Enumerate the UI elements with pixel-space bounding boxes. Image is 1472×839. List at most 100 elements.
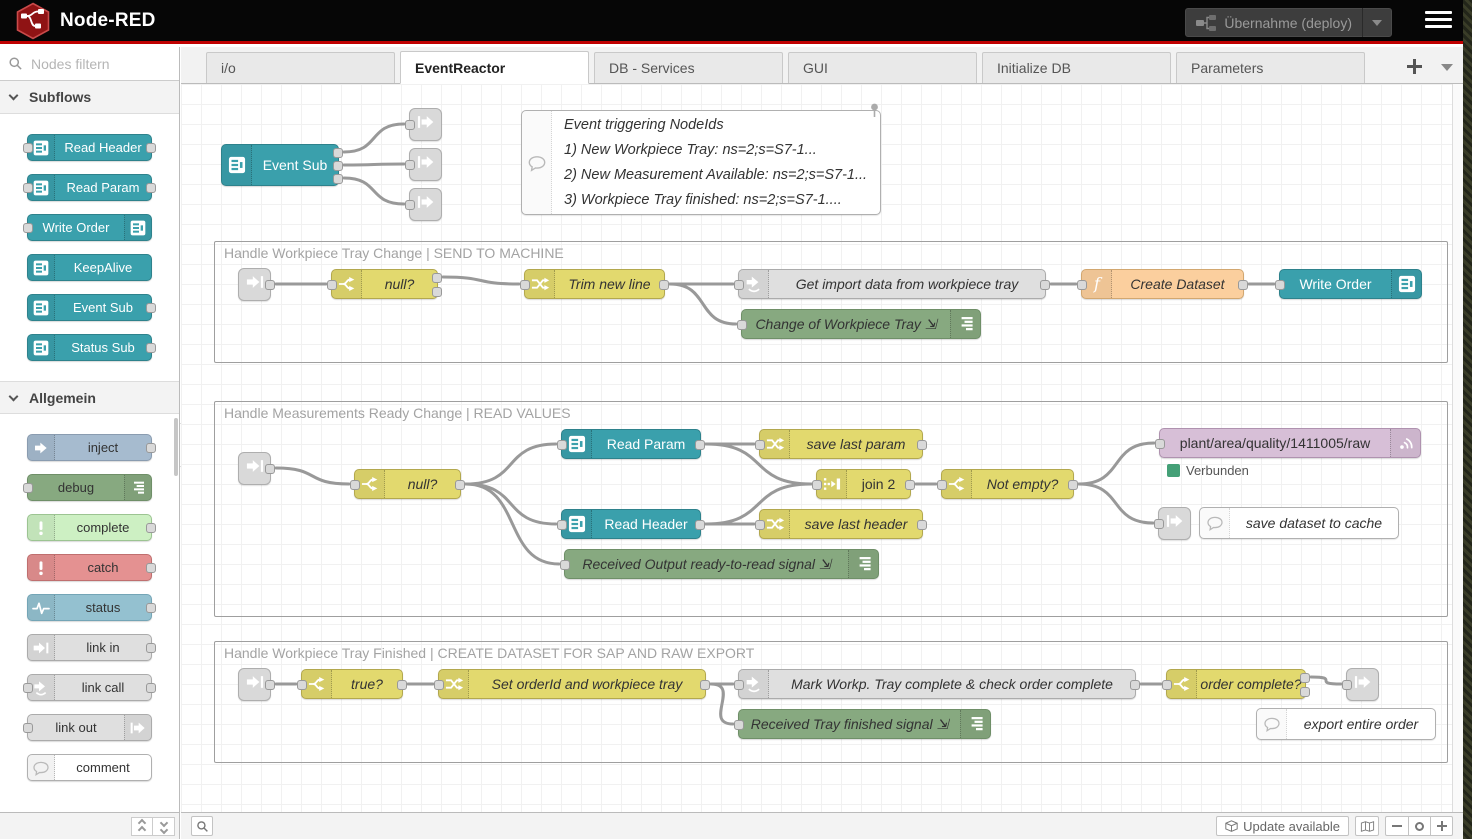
node-true-[interactable]: true? xyxy=(297,669,407,699)
output-port[interactable] xyxy=(455,480,465,490)
palette-collapse-all-button[interactable] xyxy=(131,816,153,836)
output-port[interactable] xyxy=(146,603,156,613)
palette-section-allgemein[interactable]: Allgemein xyxy=(0,381,179,414)
output-port[interactable] xyxy=(265,280,275,290)
comment-node[interactable]: export entire order xyxy=(1256,708,1436,740)
node-received-tray-finished-signal-[interactable]: Received Tray finished signal ⇲ xyxy=(734,709,991,739)
input-port[interactable] xyxy=(520,280,530,290)
link-node[interactable] xyxy=(238,668,275,701)
output-port[interactable] xyxy=(333,148,343,158)
palette-node-link-in[interactable]: link in xyxy=(27,634,156,661)
canvas-search-button[interactable] xyxy=(191,816,213,836)
input-port[interactable] xyxy=(812,480,822,490)
node-not-empty-[interactable]: Not empty? xyxy=(937,469,1078,499)
wire[interactable] xyxy=(464,482,561,566)
wire[interactable] xyxy=(342,176,406,206)
input-port[interactable] xyxy=(23,683,33,693)
input-port[interactable] xyxy=(405,120,415,130)
input-port[interactable] xyxy=(1155,439,1165,449)
input-port[interactable] xyxy=(755,520,765,530)
tab-db---services[interactable]: DB - Services xyxy=(594,52,783,83)
wire[interactable] xyxy=(704,442,813,486)
output-port[interactable] xyxy=(333,174,343,184)
input-port[interactable] xyxy=(1342,680,1352,690)
input-port[interactable] xyxy=(755,440,765,450)
output-port[interactable] xyxy=(917,520,927,530)
palette-node-link-out[interactable]: link out xyxy=(23,714,152,741)
deploy-caret-icon[interactable] xyxy=(1372,19,1382,26)
input-port[interactable] xyxy=(557,520,567,530)
node-set-orderid-and-workpiece-tray[interactable]: Set orderId and workpiece tray xyxy=(434,669,710,699)
flow-group[interactable]: Handle Workpiece Tray Finished | CREATE … xyxy=(214,641,1448,763)
output-port[interactable] xyxy=(146,183,156,193)
link-node[interactable] xyxy=(405,148,442,181)
input-port[interactable] xyxy=(23,143,33,153)
wire[interactable] xyxy=(709,682,735,726)
palette-node-status-sub[interactable]: Status Sub xyxy=(27,334,156,361)
palette-node-write-order[interactable]: Write Order xyxy=(23,214,152,241)
output-port[interactable] xyxy=(432,287,442,297)
link-node[interactable] xyxy=(238,452,275,485)
palette-scrollbar[interactable] xyxy=(174,418,178,476)
node-trim-new-line[interactable]: Trim new line xyxy=(520,269,669,299)
link-node[interactable] xyxy=(1154,507,1191,540)
palette-node-read-header[interactable]: Read Header xyxy=(23,134,156,161)
palette-section-subflows[interactable]: Subflows xyxy=(0,81,179,114)
flow-group[interactable]: Handle Workpiece Tray Change | SEND TO M… xyxy=(214,241,1448,363)
node-plant-area-quality-1411005-raw[interactable]: plant/area/quality/1411005/raw xyxy=(1155,428,1421,458)
input-port[interactable] xyxy=(405,200,415,210)
palette-node-event-sub[interactable]: Event Sub xyxy=(27,294,156,321)
comment-node[interactable]: save dataset to cache xyxy=(1199,507,1399,539)
output-port[interactable] xyxy=(1068,480,1078,490)
output-port[interactable] xyxy=(146,683,156,693)
wire[interactable] xyxy=(1077,482,1155,525)
wire[interactable] xyxy=(668,282,738,326)
canvas-scrollbar[interactable] xyxy=(1452,84,1463,812)
output-port[interactable] xyxy=(146,563,156,573)
input-port[interactable] xyxy=(327,280,337,290)
wire[interactable] xyxy=(342,122,406,154)
output-port[interactable] xyxy=(905,480,915,490)
output-port[interactable] xyxy=(700,680,710,690)
flow-group[interactable]: Handle Measurements Ready Change | READ … xyxy=(214,401,1448,617)
output-port[interactable] xyxy=(333,161,343,171)
palette-node-debug[interactable]: debug xyxy=(23,474,152,501)
output-port[interactable] xyxy=(146,643,156,653)
link-node[interactable] xyxy=(238,268,275,301)
palette-node-complete[interactable]: complete xyxy=(27,514,156,541)
input-port[interactable] xyxy=(350,480,360,490)
palette-node-keepalive[interactable]: KeepAlive xyxy=(27,254,152,281)
input-port[interactable] xyxy=(734,680,744,690)
output-port[interactable] xyxy=(265,680,275,690)
output-port[interactable] xyxy=(695,520,705,530)
palette-expand-all-button[interactable] xyxy=(153,816,175,836)
input-port[interactable] xyxy=(734,280,744,290)
node-get-import-data-from-workpiece-tray[interactable]: Get import data from workpiece tray xyxy=(734,269,1050,299)
palette-node-comment[interactable]: comment xyxy=(27,754,152,781)
input-port[interactable] xyxy=(297,680,307,690)
output-port[interactable] xyxy=(1040,280,1050,290)
input-port[interactable] xyxy=(560,560,570,570)
input-port[interactable] xyxy=(23,223,33,233)
node-read-param[interactable]: Read Param xyxy=(557,429,705,459)
input-port[interactable] xyxy=(557,440,567,450)
output-port[interactable] xyxy=(1238,280,1248,290)
node-received-output-ready-to-read-signal-[interactable]: Received Output ready-to-read signal ⇲ xyxy=(560,549,879,579)
add-flow-button[interactable] xyxy=(1405,57,1423,75)
output-port[interactable] xyxy=(695,440,705,450)
wire[interactable] xyxy=(464,442,558,486)
node-write-order[interactable]: Write Order xyxy=(1275,269,1422,299)
zoom-in-button[interactable] xyxy=(1430,817,1452,835)
navigator-button[interactable] xyxy=(1355,816,1379,836)
tab-parameters[interactable]: Parameters xyxy=(1176,52,1365,83)
node-event-sub[interactable]: Event Sub xyxy=(221,144,343,186)
palette-node-inject[interactable]: inject xyxy=(27,434,156,461)
output-port[interactable] xyxy=(146,143,156,153)
output-port[interactable] xyxy=(1130,680,1140,690)
input-port[interactable] xyxy=(1154,519,1164,529)
palette-node-link-call[interactable]: link call xyxy=(23,674,156,701)
output-port[interactable] xyxy=(146,343,156,353)
palette-search[interactable] xyxy=(0,47,179,81)
tab-initialize-db[interactable]: Initialize DB xyxy=(982,52,1171,83)
output-port[interactable] xyxy=(146,443,156,453)
